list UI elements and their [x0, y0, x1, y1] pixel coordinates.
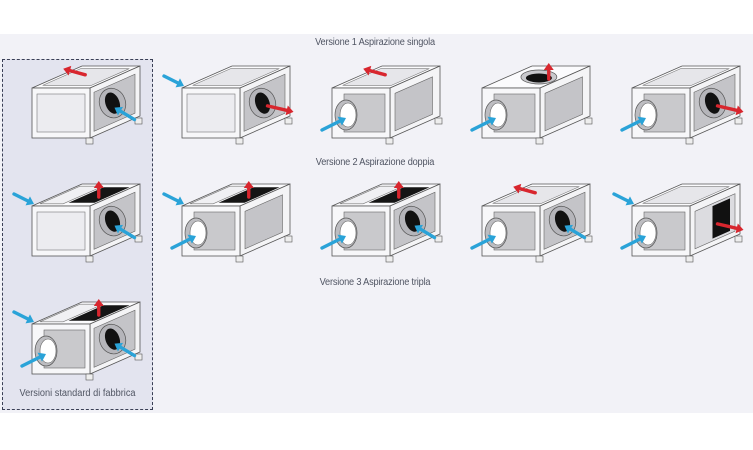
outlet-arrow-top: [63, 65, 87, 77]
mounting-foot-icon: [235, 137, 244, 145]
standard-versions-label: Versioni standard di fabbrica: [19, 388, 136, 399]
fan-box-illustration: [31, 65, 143, 145]
side-duct-opening: [704, 92, 721, 114]
outlet-arrow-side: [715, 104, 744, 116]
mounting-foot-icon: [535, 255, 544, 263]
side-panel: [394, 76, 433, 132]
fan-box-illustration: [612, 183, 744, 263]
inlet-arrow-top-left: [612, 192, 634, 206]
top-opening: [642, 68, 730, 86]
mounting-foot-icon: [235, 255, 244, 263]
side-outlet-slot: [712, 198, 730, 239]
mounting-foot-icon: [134, 235, 143, 243]
mounting-foot-icon: [85, 373, 94, 381]
fan-box-illustration: [470, 183, 593, 263]
outlet-arrow-up: [93, 181, 104, 199]
inlet-arrow-top-left: [12, 192, 34, 206]
mounting-foot-icon: [685, 255, 694, 263]
mounting-foot-icon: [284, 117, 293, 125]
inlet-arrow-side: [114, 342, 137, 358]
mounting-foot-icon: [734, 117, 743, 125]
inlet-arrow-front: [470, 234, 496, 250]
inlet-arrow-front: [620, 116, 646, 132]
inlet-arrow-front: [470, 116, 496, 132]
mounting-foot-icon: [584, 117, 593, 125]
mounting-foot-icon: [734, 235, 743, 243]
row-title-version-1: Versione 1 Aspirazione singola: [315, 37, 435, 48]
mounting-foot-icon: [434, 117, 443, 125]
outlet-arrow-top: [363, 65, 387, 77]
outlet-arrow-up: [93, 299, 104, 317]
fan-box-config-v2-c: [460, 170, 600, 275]
inlet-arrow-front: [620, 234, 646, 250]
fan-box-config-v1-c: [460, 52, 600, 157]
side-panel: [244, 194, 283, 250]
mounting-foot-icon: [134, 117, 143, 125]
fan-box-illustration: [620, 65, 744, 145]
row-title-version-2: Versione 2 Aspirazione doppia: [315, 157, 435, 168]
outlet-arrow-up: [243, 181, 254, 199]
inlet-arrow-top-left: [12, 310, 34, 324]
fan-box-config-v1-d: [610, 52, 750, 157]
inlet-arrow-side: [414, 224, 437, 240]
inlet-arrow-front: [20, 352, 46, 368]
mounting-foot-icon: [434, 235, 443, 243]
fan-box-illustration: [320, 65, 443, 145]
mounting-foot-icon: [584, 235, 593, 243]
mounting-foot-icon: [685, 137, 694, 145]
top-panel: [339, 185, 404, 205]
mounting-foot-icon: [134, 353, 143, 361]
inlet-arrow-side: [114, 224, 137, 240]
fan-box-config-v1-b: [310, 52, 450, 157]
top-duct-opening: [525, 73, 552, 83]
fan-box-illustration: [470, 63, 593, 145]
outlet-arrow-up: [393, 181, 404, 199]
inlet-arrow-front: [320, 234, 346, 250]
inlet-arrow-top-left: [162, 74, 184, 88]
fan-box-illustration: [12, 299, 143, 381]
top-opening: [192, 68, 280, 86]
front-opening: [186, 93, 236, 133]
fan-box-config-v2-b: [310, 170, 450, 275]
inlet-arrow-front: [170, 234, 196, 250]
top-panel: [39, 185, 104, 205]
inlet-arrow-front: [320, 116, 346, 132]
mounting-foot-icon: [284, 235, 293, 243]
fan-box-config-v2-std: [10, 170, 150, 275]
fan-box-config-v1-std: [10, 52, 150, 157]
front-opening: [36, 93, 86, 133]
row-title-version-3: Versione 3 Aspirazione tripla: [319, 277, 431, 288]
outlet-arrow-up: [543, 63, 554, 81]
mounting-foot-icon: [85, 137, 94, 145]
fan-box-config-v2-d: [610, 170, 750, 275]
top-opening: [642, 186, 730, 204]
fan-box-illustration: [12, 181, 143, 263]
mounting-foot-icon: [85, 255, 94, 263]
side-panel: [544, 76, 583, 132]
outlet-arrow-side: [715, 222, 744, 234]
inlet-arrow-side: [114, 106, 137, 122]
fan-box-illustration: [162, 65, 294, 145]
mounting-foot-icon: [385, 137, 394, 145]
inlet-arrow-side: [564, 224, 587, 240]
fan-box-config-v2-a: [160, 170, 300, 275]
mounting-foot-icon: [535, 137, 544, 145]
top-panel: [39, 303, 104, 323]
side-duct-opening: [254, 92, 271, 114]
outlet-arrow-top: [513, 183, 537, 195]
front-opening: [36, 211, 86, 251]
fan-box-illustration: [320, 181, 443, 263]
inlet-arrow-top-left: [162, 192, 184, 206]
top-panel: [189, 185, 254, 205]
fan-box-illustration: [162, 181, 293, 263]
outlet-arrow-side: [265, 104, 294, 116]
fan-box-config-v3-std: [10, 288, 150, 393]
mounting-foot-icon: [385, 255, 394, 263]
fan-box-config-v1-a: [160, 52, 300, 157]
